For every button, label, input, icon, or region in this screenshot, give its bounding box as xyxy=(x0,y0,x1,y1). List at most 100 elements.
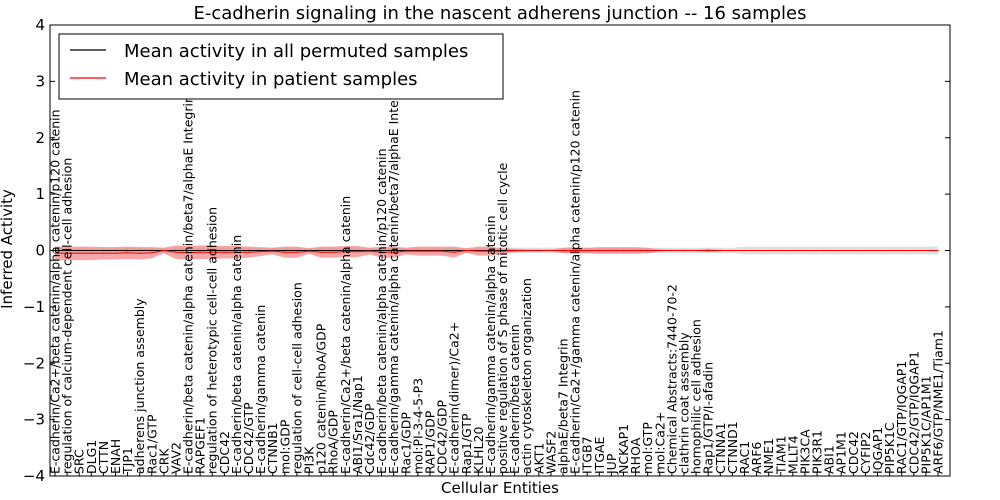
data-point xyxy=(114,249,117,252)
category-label: PI3K xyxy=(302,446,317,474)
data-point xyxy=(90,249,92,252)
category-label: E-cadherin/gamma catenin xyxy=(253,305,268,474)
data-point xyxy=(78,252,80,254)
category-label: CTNNA1 xyxy=(713,422,728,474)
data-point xyxy=(780,249,782,252)
category-label: mol:Ca2+ xyxy=(652,412,667,474)
legend: Mean activity in all permuted samplesMea… xyxy=(58,33,504,100)
category-label: PIP5K1C xyxy=(882,422,897,474)
data-point xyxy=(187,249,189,252)
data-point xyxy=(296,251,298,253)
y-tick-label: 1 xyxy=(35,185,45,203)
data-point xyxy=(187,252,189,254)
y-tick-label: 3 xyxy=(35,72,45,90)
data-point xyxy=(610,249,613,252)
y-tick-label: −4 xyxy=(23,467,45,485)
legend-box xyxy=(58,33,504,100)
data-point xyxy=(102,252,104,254)
category-label: PIK3CA xyxy=(797,429,812,474)
data-point xyxy=(562,249,564,252)
data-point xyxy=(381,251,383,253)
data-point xyxy=(344,251,346,253)
data-point xyxy=(393,249,395,252)
category-label: AP1M1 xyxy=(834,431,849,474)
y-tick-label: −3 xyxy=(23,411,45,429)
data-point xyxy=(247,249,250,252)
legend-entry-patient: Mean activity in patient samples xyxy=(70,69,418,90)
data-point xyxy=(913,249,915,252)
data-point xyxy=(247,251,250,253)
data-point xyxy=(308,250,310,252)
data-point xyxy=(356,249,358,252)
y-tick-label: −1 xyxy=(23,298,45,316)
category-label: E-cadherin/Ca2+/gamma catenin/alpha cate… xyxy=(568,90,583,474)
data-point xyxy=(586,249,588,252)
category-label: CDC42 xyxy=(846,431,861,474)
category-label: ITGAE xyxy=(592,436,607,474)
category-label: CDC42/GDP xyxy=(435,399,450,474)
data-point xyxy=(175,251,177,253)
data-point xyxy=(453,251,455,253)
category-label: CDC42/GTP/IQGAP1 xyxy=(906,351,921,474)
category-label: RHOA xyxy=(628,437,643,474)
data-point xyxy=(635,249,637,252)
category-label: NCKAP1 xyxy=(616,424,631,474)
category-label: E-cadherin/Ca2+/beta catenin/alpha caten… xyxy=(48,109,63,474)
data-point xyxy=(792,249,794,252)
data-point xyxy=(526,249,528,252)
data-point xyxy=(139,249,141,252)
category-label: mol:GDP xyxy=(277,419,292,474)
data-point xyxy=(477,250,479,252)
category-label: Rac1/GTP xyxy=(144,414,159,474)
data-point xyxy=(574,249,576,252)
category-label: E-cadherin/beta catenin/alpha catenin/be… xyxy=(181,95,196,474)
data-point xyxy=(296,249,298,252)
category-label: regulation of heterotypic cell-cell adhe… xyxy=(205,207,220,474)
data-point xyxy=(54,252,56,254)
data-point xyxy=(405,250,407,252)
category-label: PIK3R1 xyxy=(810,430,825,474)
category-label: positive regulation of S phase of mitoti… xyxy=(495,162,510,474)
plot-area xyxy=(54,245,939,261)
category-label: E-cadherin(dimer)/Ca2+ xyxy=(447,322,462,474)
data-point xyxy=(804,249,806,252)
category-label: p120 catenin/RhoA/GDP xyxy=(314,323,329,474)
category-label: E-cadherin/gamma catenin/alpha catenin/b… xyxy=(386,76,401,474)
category-label: RAP1/GDP xyxy=(423,410,438,474)
data-point xyxy=(876,249,879,252)
category-label: PIP5K1C/AP1M1 xyxy=(918,375,933,474)
data-point xyxy=(163,249,165,252)
category-label: ARF6 xyxy=(749,442,764,474)
category-label: CTNND1 xyxy=(725,421,740,474)
data-point xyxy=(719,249,721,252)
y-tick-label: 0 xyxy=(35,242,45,260)
y-tick-label: 2 xyxy=(35,129,45,147)
data-point xyxy=(102,249,104,252)
category-label: TIAM1 xyxy=(773,435,788,475)
y-axis-label: Inferred Activity xyxy=(0,189,16,309)
category-label: ITGB7 xyxy=(580,436,595,474)
category-label: E-cadherin/beta catenin xyxy=(507,324,522,474)
data-point xyxy=(211,249,213,252)
data-point xyxy=(393,251,395,253)
data-point xyxy=(78,249,80,252)
data-point xyxy=(453,249,455,252)
y-tick-label: 4 xyxy=(35,16,45,34)
data-point xyxy=(864,249,867,252)
category-label: Chemical Abstracts:7440-70-2 xyxy=(664,284,679,474)
category-label: mol:PI-3-4-5-P3 xyxy=(410,378,425,474)
category-label: VAV2 xyxy=(169,442,184,474)
data-point xyxy=(465,249,467,252)
data-point xyxy=(211,251,213,253)
data-point xyxy=(489,250,492,252)
data-point xyxy=(707,249,709,252)
data-point xyxy=(332,249,334,252)
data-point xyxy=(647,249,649,252)
data-point xyxy=(114,252,117,254)
data-point xyxy=(622,249,625,252)
data-point xyxy=(937,249,939,252)
data-point xyxy=(139,252,141,254)
x-axis-label: Cellular Entities xyxy=(441,479,559,497)
category-label: Rap1/GTP/I-afadin xyxy=(701,362,716,474)
